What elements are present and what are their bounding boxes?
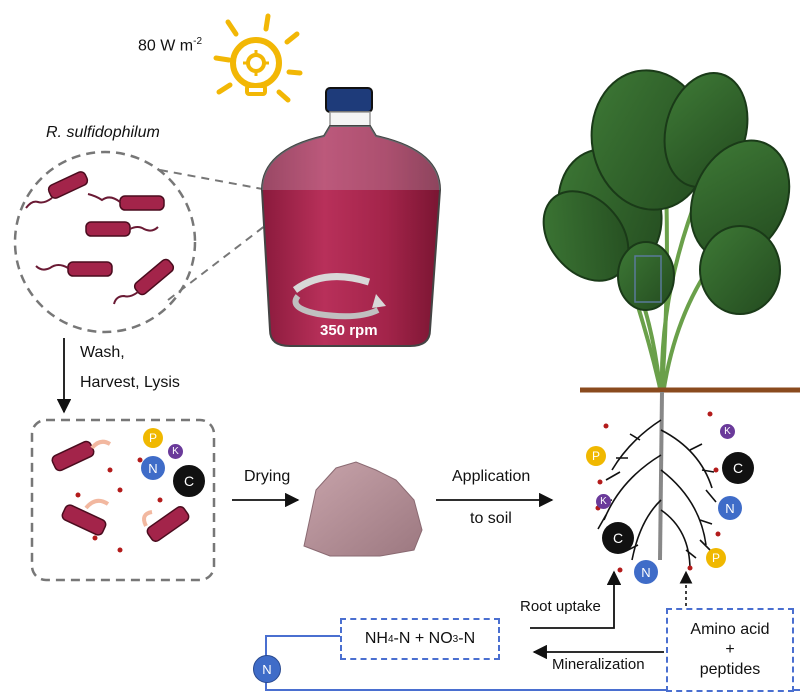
soil-nutrient-n2: N — [634, 560, 658, 584]
bacterium-cell — [87, 193, 165, 211]
harvest-lysis-label: Harvest, Lysis — [80, 374, 180, 391]
soil-nutrient-c2: C — [602, 522, 634, 554]
plant-roots — [597, 391, 717, 571]
culture-bottle — [260, 87, 442, 347]
magnified-culture — [13, 150, 271, 334]
lysate-box — [30, 418, 216, 582]
soil-nutrient-p2: P — [706, 548, 726, 568]
nutrient-k: K — [168, 444, 183, 459]
bacterium-cell — [35, 261, 113, 277]
nitrogen-node: N — [253, 655, 281, 683]
bacterium-cell — [113, 258, 175, 305]
nutrient-c: C — [172, 464, 206, 498]
lysed-cell — [61, 498, 110, 536]
bacterium-cell — [85, 221, 159, 237]
lysed-cell — [51, 439, 112, 472]
mineralization-label: Mineralization — [552, 656, 645, 673]
soil-nutrient-k2: K — [596, 494, 611, 509]
root-uptake-arrow — [530, 570, 622, 629]
drying-label: Drying — [244, 468, 291, 485]
root-uptake-label: Root uptake — [520, 598, 601, 615]
speed-label: 350 rpm — [320, 322, 378, 339]
soil-nutrient-k: K — [720, 424, 735, 439]
nutrient-p: P — [143, 428, 163, 448]
bacterium-cell — [25, 171, 89, 209]
nutrient-n: N — [141, 456, 165, 480]
dried-powder — [303, 461, 423, 557]
to-soil-label: to soil — [470, 510, 512, 527]
soil-nutrient-c: C — [722, 452, 754, 484]
application-label: Application — [452, 468, 531, 485]
organism-label: R. sulfidophilum — [46, 124, 160, 141]
wash-label: Wash, — [80, 344, 125, 361]
sun-icon — [213, 13, 303, 103]
lysed-cell — [142, 506, 190, 542]
soil-nutrient-n: N — [718, 496, 742, 520]
spinach-plant — [542, 69, 800, 393]
soil-nutrient-p: P — [586, 446, 606, 466]
light-intensity-label: 80 W m-2 — [138, 36, 203, 55]
amino-acid-box: Amino acid + peptides — [666, 608, 794, 692]
